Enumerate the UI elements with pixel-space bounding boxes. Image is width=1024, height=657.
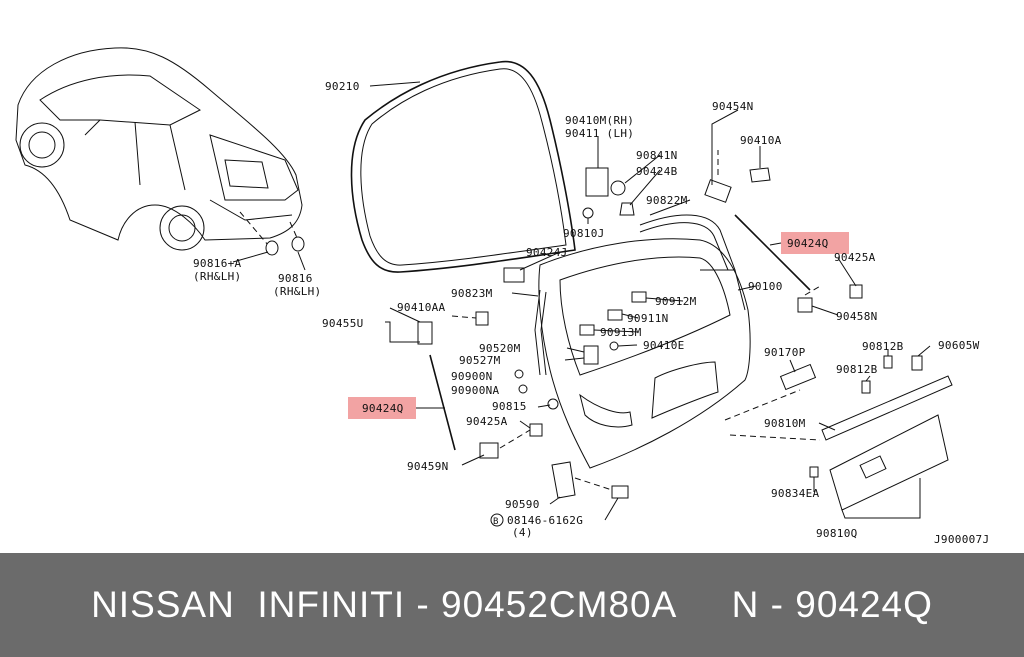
bolt-90410E (609, 341, 619, 351)
label-90816: 90816 (278, 272, 313, 285)
label-90812b-2: 90812B (836, 363, 878, 376)
label-90841n: 90841N (636, 149, 678, 162)
label-90900na: 90900NA (451, 384, 500, 397)
label-90605w: 90605W (938, 339, 980, 352)
label-90912m: 90912M (655, 295, 697, 308)
screw-08146 (611, 485, 629, 499)
gas-stay-left (417, 311, 543, 459)
label-90900n: 90900N (451, 370, 493, 383)
label-90834ea: 90834EA (771, 487, 820, 500)
clip-90605W (911, 355, 923, 371)
label-90410e: 90410E (643, 339, 685, 352)
grommet-90815 (547, 398, 559, 410)
lamp-90170P (779, 363, 817, 391)
label-90810q: 90810Q (816, 527, 858, 540)
label-90913m: 90913M (600, 326, 642, 339)
label-90210: 90210 (325, 80, 360, 93)
label-90410aa: 90410AA (397, 301, 446, 314)
label-90411: 90411 (LH) (565, 127, 634, 140)
bolt-symbol-icon (490, 513, 504, 527)
cap-90841N (610, 180, 626, 196)
diagram-id: J900007J (934, 533, 989, 546)
label-90424q-right: 90424Q (787, 237, 829, 250)
part-number-banner: NISSAN INFINITI - 90452CM80A N - 90424Q (0, 553, 1024, 657)
label-90425a-right: 90425A (834, 251, 876, 264)
part-number-text: NISSAN INFINITI - 90452CM80A N - 90424Q (91, 584, 933, 625)
label-90815: 90815 (492, 400, 527, 413)
label-90822m: 90822M (646, 194, 688, 207)
bumper-90900NA (518, 384, 528, 394)
label-90590: 90590 (505, 498, 540, 511)
highlight-box-right (781, 232, 849, 254)
label-90424j: 90424J (526, 246, 568, 259)
label-90170p: 90170P (764, 346, 806, 359)
label-08146-qty: (4) (512, 526, 533, 539)
label-90823m: 90823M (451, 287, 493, 300)
label-90816a: 90816+A (193, 257, 242, 270)
clip-90812B-b (883, 355, 893, 369)
label-90455u: 90455U (322, 317, 364, 330)
bracket-90424J (503, 267, 525, 283)
label-90520m: 90520M (479, 342, 521, 355)
molding-90823M (534, 289, 541, 376)
label-90911n: 90911N (627, 312, 669, 325)
label-08146: 08146-6162G (507, 514, 583, 527)
label-90527m: 90527M (459, 354, 501, 367)
clip-90812B-a (861, 380, 871, 394)
finisher-90810M (821, 375, 953, 441)
exploded-view-drawing: 90210 90816+A (RH&LH) 90816 (RH&LH) 9041… (15, 47, 989, 546)
hinge-90410M (585, 167, 609, 197)
striker-90520M (583, 345, 599, 365)
gas-stay-right (704, 167, 863, 313)
weatherstrip-90210 (350, 60, 576, 273)
label-90458n: 90458N (836, 310, 878, 323)
label-90410a: 90410A (740, 134, 782, 147)
lock-90590 (551, 461, 576, 499)
clip-90834EA (809, 466, 819, 478)
label-90816-sub: (RH&LH) (273, 285, 321, 298)
nut-90810J (582, 207, 594, 219)
highlight-box-left (348, 397, 416, 419)
bumper-90900N (514, 369, 524, 379)
label-90816a-sub: (RH&LH) (193, 270, 241, 283)
label-90100: 90100 (748, 280, 783, 293)
finisher-90810Q (829, 414, 949, 511)
label-90424q-left: 90424Q (362, 402, 404, 415)
clip-90913M (579, 324, 595, 336)
label-90812b-1: 90812B (862, 340, 904, 353)
clip-90912M (631, 291, 647, 303)
parts-diagram: 90210 90816+A (RH&LH) 90816 (RH&LH) 9041… (15, 47, 990, 546)
label-90424b: 90424B (636, 165, 678, 178)
label-90410m: 90410M(RH) (565, 114, 634, 127)
label-90810j: 90810J (563, 227, 605, 240)
clip-90911N (607, 309, 623, 321)
leader-lines (232, 81, 931, 521)
bolt-symbol-glyph: B (493, 517, 499, 527)
label-90810m: 90810M (764, 417, 806, 430)
vehicle-illustration (15, 47, 305, 256)
label-90425a-left: 90425A (466, 415, 508, 428)
bolt-90424B (619, 202, 635, 216)
spoiler-90822M (639, 214, 736, 271)
label-90459n: 90459N (407, 460, 449, 473)
label-90454n: 90454N (712, 100, 754, 113)
back-door-panel (538, 238, 751, 469)
